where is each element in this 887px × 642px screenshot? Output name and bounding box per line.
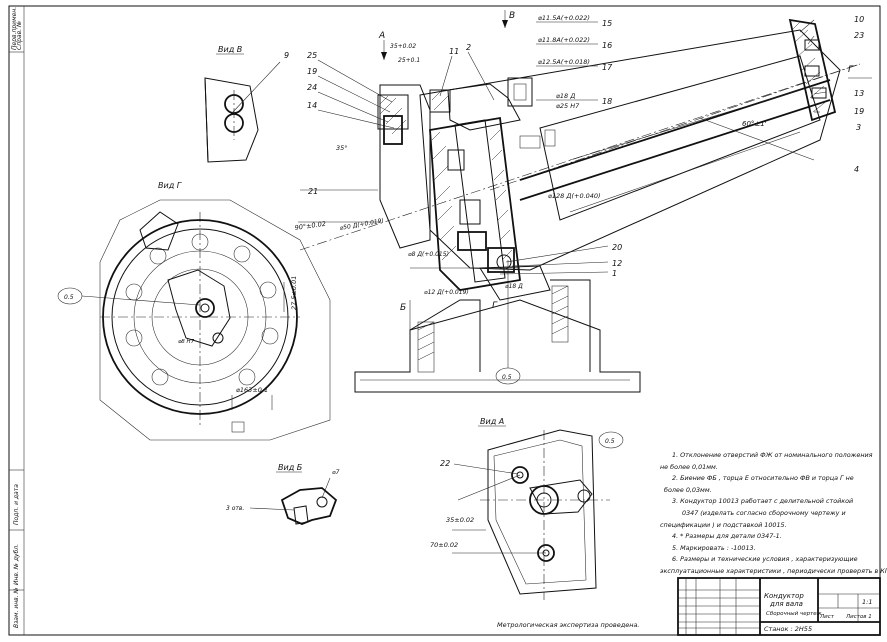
note-line: спецификации ) и подставкой 10015. xyxy=(660,520,787,529)
main-dimensions: 35+0.02 25+0.1 ⌀11.5A(+0.022) ⌀11.8A(+0.… xyxy=(294,14,767,296)
dim-hole: ⌀8 Н7 xyxy=(178,339,195,345)
pos-16: 16 xyxy=(602,41,612,50)
note-line: 5. Маркировать : -10013. xyxy=(672,543,756,552)
dim-12-5: ⌀12.5A(+0.018) xyxy=(538,58,590,66)
dim-roughness-3: 0.5 xyxy=(605,438,615,445)
side-label: Перв.примен. xyxy=(11,7,18,50)
dim-12: ⌀12 Д(+0.019) xyxy=(424,289,469,296)
title-name-2: для вала xyxy=(769,600,803,608)
side-stamp: Перв.примен. Справ. № Подп. и дата Инв. … xyxy=(11,7,23,628)
view-a: Вид А 0.5 35±0.02 70±0.02 22 xyxy=(430,417,624,600)
note-line: 1. Отклонение отверстий ФЖ от номинально… xyxy=(672,451,873,459)
section-mark-b: Б xyxy=(400,303,406,313)
pos-10: 10 xyxy=(854,15,864,24)
side-label: Подп. и дата xyxy=(13,484,20,525)
pos-21: 21 xyxy=(308,187,318,196)
dim-11-5: ⌀11.5A(+0.022) xyxy=(538,14,590,22)
dim-roughness-2: 0.5 xyxy=(502,374,512,381)
section-mark-v: В xyxy=(509,11,515,21)
title-machine: Станок : 2Н55 xyxy=(764,625,812,633)
pos-13: 13 xyxy=(854,89,864,98)
note-line: более 0,03мм. xyxy=(664,485,712,494)
dim-128: ⌀128 Д(+0.040) xyxy=(548,192,601,200)
dim-163: ⌀163±0.1 xyxy=(236,386,268,394)
title-sheet: Лист xyxy=(819,614,835,620)
title-block: Кондуктор для вала Сборочный чертеж Стан… xyxy=(677,577,881,636)
leader-lines xyxy=(298,19,827,275)
dim-70: 70±0.02 xyxy=(430,541,458,549)
side-label: Инв. № дубл. xyxy=(13,544,20,585)
title-sheets: Листов 1 xyxy=(845,614,872,620)
dim-25: 25+0.1 xyxy=(398,57,420,64)
view-b-label: Вид Б xyxy=(278,463,303,472)
dim-35b: 35±0.02 xyxy=(446,516,474,524)
pos-19b: 19 xyxy=(854,107,864,116)
dim-18b: ⌀18 Д xyxy=(505,283,523,290)
dim-18: ⌀18 Д xyxy=(556,92,575,100)
view-v-label: Вид В xyxy=(218,45,242,54)
title-doc-type: Сборочный чертеж xyxy=(766,611,822,617)
dim-50: ⌀50 Д(+0.019) xyxy=(339,217,384,232)
main-assembly: Г А В Б Г 0.5 xyxy=(299,10,872,393)
pos-23: 23 xyxy=(854,31,864,40)
pos-17: 17 xyxy=(602,63,613,72)
dim-35deg: 35° xyxy=(336,144,348,152)
pos-22: 22 xyxy=(440,459,450,468)
note-line: 4. * Размеры для детали 0347-1. xyxy=(672,532,782,541)
view-g-label: Вид Г xyxy=(158,181,182,190)
pos-9: 9 xyxy=(284,51,289,60)
dim-3-holes: 3 отв. xyxy=(226,505,244,512)
pos-3: 3 xyxy=(856,123,861,132)
pos-24: 24 xyxy=(307,83,317,92)
sheet-frame xyxy=(8,5,881,636)
dim-11-8: ⌀11.8A(+0.022) xyxy=(538,36,590,44)
note-line: не более 0,01мм. xyxy=(660,462,718,471)
view-b: Вид Б 3 отв. ⌀7 xyxy=(226,463,340,525)
pos-25: 25 xyxy=(307,51,317,60)
dim-roughness: 0.5 xyxy=(64,294,74,301)
position-numbers: 25 19 24 14 11 2 10 23 15 16 17 18 19 13… xyxy=(307,15,864,278)
pos-20: 20 xyxy=(612,243,622,252)
pos-15: 15 xyxy=(602,19,612,28)
title-name: Кондуктор xyxy=(764,592,804,600)
pos-18: 18 xyxy=(602,97,612,106)
pos-11: 11 xyxy=(449,47,459,56)
dim-35: 35+0.02 xyxy=(390,43,416,50)
pos-1: 1 xyxy=(612,269,617,278)
side-label: Взам. инв. № xyxy=(13,587,20,628)
view-v: Вид В 9 xyxy=(204,45,289,163)
side-label: Справ. № xyxy=(16,21,23,50)
section-mark-a: А xyxy=(378,31,385,41)
note-line: 6. Размеры и технические условия , харак… xyxy=(672,555,858,564)
dim-7: ⌀7 xyxy=(332,469,340,476)
dim-25h7: ⌀25 Н7 xyxy=(556,102,580,110)
pos-14: 14 xyxy=(307,101,317,110)
note-line: 3. Кондуктор 10013 работает с делительно… xyxy=(672,497,854,506)
dim-60deg: 60°±1' xyxy=(742,120,767,128)
pos-19: 19 xyxy=(307,67,317,76)
dim-27-5: 27.5±0.01 xyxy=(290,276,298,310)
footer-note: Метрологическая экспертиза проведена. xyxy=(497,621,640,629)
note-line: эксплуатационные характеристики , период… xyxy=(660,566,887,575)
pos-4: 4 xyxy=(854,165,859,174)
section-mark-g: Г xyxy=(492,301,498,311)
section-mark-g-right: Г xyxy=(848,65,854,75)
title-scale: 1:1 xyxy=(862,598,872,606)
pos-2: 2 xyxy=(466,43,471,52)
note-line: 2. Биение ФБ , торца Е относительно ФВ и… xyxy=(672,474,854,483)
note-line: 0347 (изделать согласно сборочному черте… xyxy=(682,508,846,517)
view-g: Вид Г 0.5 27.5±0.01 ⌀163±0.1 xyxy=(57,181,331,441)
dim-90deg: 90°±0.02 xyxy=(294,220,326,232)
view-a-label: Вид А xyxy=(480,417,504,426)
pos-12: 12 xyxy=(612,259,622,268)
technical-notes: 1. Отклонение отверстий ФЖ от номинально… xyxy=(660,450,887,578)
dim-8: ⌀8 Д(+0.015) xyxy=(408,251,449,258)
